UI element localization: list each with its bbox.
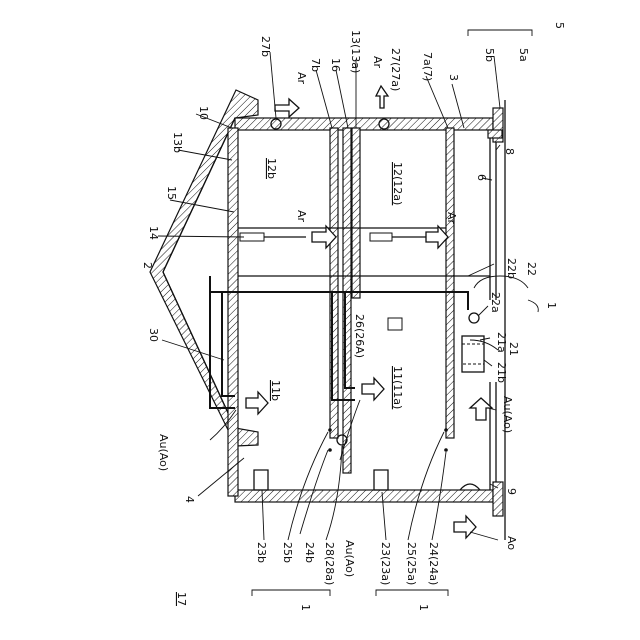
arrow-au-bottom (470, 398, 492, 420)
dot-3 (444, 428, 448, 432)
label-2: 2 (141, 262, 154, 269)
label-28: 28(28a) (323, 542, 336, 585)
inlet-23 (374, 470, 388, 490)
roof (150, 90, 258, 446)
label-5a: 5a (517, 48, 530, 62)
label-21b: 21b (495, 362, 508, 383)
label-16: 16 (329, 58, 342, 72)
label-22b: 22b (505, 258, 518, 279)
label-1a: 1 (545, 302, 558, 309)
brace-22 (474, 276, 528, 288)
roof-inner-lower (163, 272, 235, 428)
label-22: 22 (525, 262, 538, 276)
dot-1 (328, 428, 332, 432)
label-ar-1: Ar (295, 72, 308, 85)
label-10: 10 (197, 106, 210, 120)
figure-title: 17 (175, 592, 188, 606)
brace-1b (252, 590, 330, 596)
label-5: 5 (553, 22, 566, 29)
label-15: 15 (165, 186, 178, 200)
arrows (246, 86, 492, 538)
label-23: 23(23a) (379, 542, 392, 585)
label-6: 6 (475, 174, 488, 181)
brace-1a (528, 300, 538, 312)
label-12b: 12b (265, 158, 278, 179)
dot-2 (328, 448, 332, 452)
label-25: 25(25a) (405, 542, 418, 585)
leader-27b (270, 52, 276, 118)
vent-9 (460, 484, 480, 490)
label-7a: 7a(7) (421, 52, 434, 81)
label-21: 21 (507, 342, 520, 356)
label-3: 3 (447, 74, 460, 81)
label-au-2: Au(Ao) (343, 540, 356, 577)
label-5b: 5b (483, 48, 496, 62)
fan-22a (469, 313, 479, 323)
leader-5b (494, 56, 500, 108)
label-ar-4: Ar (445, 212, 458, 225)
arrow-ao (454, 516, 476, 538)
label-30: 30 (147, 328, 160, 342)
arrow-au-left (246, 392, 268, 414)
partition-7a (446, 128, 454, 438)
brace-1c (376, 590, 448, 596)
arrow-ar-top-left (275, 99, 299, 117)
partition-13 (352, 128, 360, 298)
arrow-ar-top-mid (376, 86, 388, 108)
arrow-ar-right (426, 226, 448, 248)
label-23b: 23b (255, 542, 268, 563)
shelf-14b (370, 233, 392, 241)
label-13b: 13b (171, 132, 184, 153)
dot-4 (444, 448, 448, 452)
arrow-au-mid (362, 378, 384, 400)
label-8: 8 (503, 148, 516, 155)
bottom-wall (235, 490, 493, 502)
label-au-3: Au(Ao) (501, 396, 514, 433)
label-au-1: Au(Ao) (157, 434, 170, 471)
label-1b: 1 (299, 604, 312, 611)
brace-5 (468, 30, 532, 36)
label-27: 27(27a) (389, 48, 402, 91)
label-ao: Ao (505, 536, 518, 550)
label-22a: 22a (489, 292, 502, 313)
label-27b: 27b (259, 36, 272, 57)
label-ar-3: Ar (295, 210, 308, 223)
panel-26 (388, 318, 402, 330)
ceiling-wall (228, 128, 238, 496)
leader-25 (408, 432, 444, 540)
duct-22b (210, 276, 468, 310)
label-1c: 1 (417, 604, 430, 611)
label-ar-2: Ar (371, 56, 384, 69)
label-21a: 21a (495, 332, 508, 353)
label-12: 12(12a) (391, 162, 404, 205)
label-14: 14 (147, 226, 160, 240)
label-4: 4 (183, 496, 196, 503)
sill-8 (488, 130, 502, 138)
leader-25b (288, 432, 328, 540)
label-9: 9 (505, 488, 518, 495)
label-7b: 7b (309, 58, 322, 72)
leader-ao (470, 532, 498, 540)
label-25b: 25b (281, 542, 294, 563)
label-11b: 11b (269, 380, 282, 401)
label-24b: 24b (303, 542, 316, 563)
label-26: 26(26A) (353, 314, 366, 358)
roof-outline (150, 90, 258, 446)
foundation-bottom (493, 482, 503, 516)
label-24: 24(24a) (427, 542, 440, 585)
leader-21b (484, 360, 492, 366)
label-11: 11(11a) (391, 366, 404, 409)
inlet-23b (254, 470, 268, 490)
label-13: 13(13a) (349, 30, 362, 73)
leader-22a (478, 306, 488, 316)
